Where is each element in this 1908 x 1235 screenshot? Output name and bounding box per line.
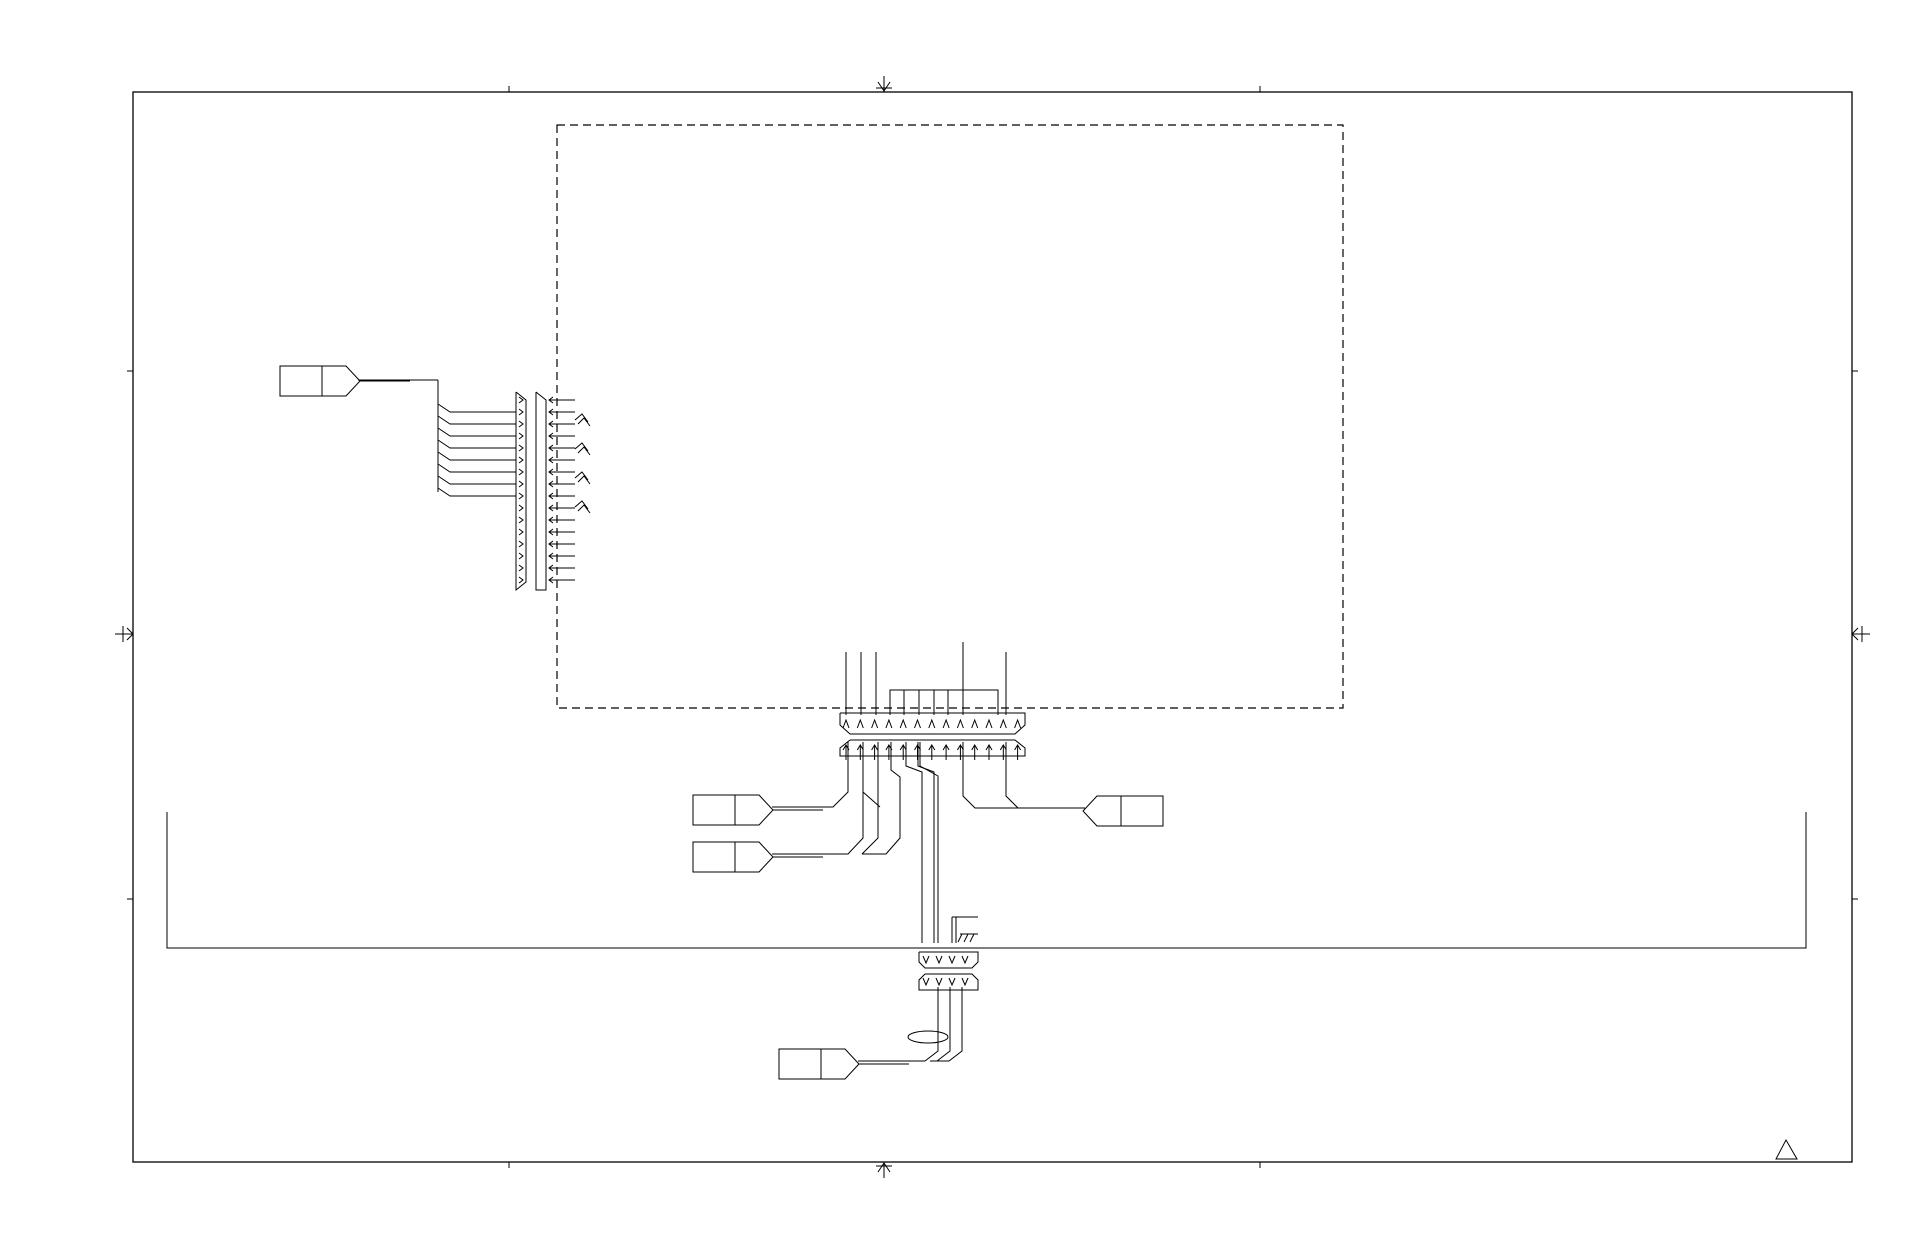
left-conn-receptacle xyxy=(535,391,547,591)
center-mark-bottom xyxy=(876,1162,892,1178)
sheet-border xyxy=(132,91,1853,1163)
left-plug-pin xyxy=(518,480,524,488)
center-mark-left xyxy=(115,626,134,642)
component-stroke xyxy=(577,504,591,514)
bottom-plug-pin xyxy=(985,718,993,729)
component-stroke xyxy=(577,446,591,456)
left-plug-pin xyxy=(518,468,524,476)
bottom-plug-pin xyxy=(971,718,979,729)
component-icon xyxy=(574,442,591,456)
left-harness-wire xyxy=(437,487,516,497)
offpage-connector-4 xyxy=(1082,795,1164,827)
bottom-connector-j2 xyxy=(839,712,1026,760)
left-plug-pin xyxy=(518,492,524,500)
offpage-connector-5 xyxy=(778,1048,909,1080)
component-stroke xyxy=(574,413,589,423)
offpage-arrow xyxy=(820,1048,860,1080)
left-plug-pin xyxy=(518,564,524,572)
lower-recept-pin xyxy=(948,977,956,987)
component-stroke xyxy=(577,475,591,485)
offpage-connector-2 xyxy=(692,794,823,826)
left-harness-wire xyxy=(437,427,516,437)
offpage-box xyxy=(778,1048,822,1080)
left-plug-pin xyxy=(518,408,524,416)
left-plug-pin xyxy=(518,444,524,452)
left-plug-pin xyxy=(518,396,524,404)
left-harness-wire xyxy=(437,403,516,413)
left-plug-pin xyxy=(518,456,524,464)
zone-ticks xyxy=(127,86,1858,1168)
unit-boundary-dashed xyxy=(556,124,1344,709)
offpage-box xyxy=(279,365,323,397)
left-harness-wire xyxy=(437,439,516,449)
left-harness-wires xyxy=(358,379,439,492)
component-stroke xyxy=(574,471,589,481)
left-harness-wire xyxy=(437,463,516,473)
lower-plug-pin xyxy=(948,955,956,965)
left-plug-pin xyxy=(518,432,524,440)
center-mark-top xyxy=(876,76,892,92)
offpage-box xyxy=(1120,795,1164,827)
left-plug-pin xyxy=(518,420,524,428)
lower-plug-pin xyxy=(935,955,943,965)
left-plug-pin xyxy=(518,540,524,548)
bottom-plug-pin xyxy=(956,718,964,729)
left-plug-pin xyxy=(518,528,524,536)
bottom-plug-pin xyxy=(885,718,893,729)
component-icon xyxy=(574,471,591,485)
lower-plug-pin xyxy=(961,955,969,965)
offpage-arrow xyxy=(734,841,774,873)
component-icon xyxy=(574,413,591,427)
bottom-harness-wires xyxy=(772,642,1085,1062)
triangle-icon xyxy=(1775,1138,1798,1160)
bottom-plug-pin xyxy=(842,718,850,729)
bottom-conn-receptacle xyxy=(839,739,1026,757)
left-harness-wire xyxy=(437,415,516,425)
offpage-arrow xyxy=(321,365,361,397)
left-plug-pin xyxy=(518,576,524,584)
cable-shield xyxy=(907,1030,949,1044)
bottom-plug-pin xyxy=(914,718,921,729)
component-stroke xyxy=(574,500,589,510)
bottom-plug-pin xyxy=(942,718,950,729)
lower-conn-receptacle xyxy=(918,973,979,991)
lower-connector-j3 xyxy=(918,951,979,991)
left-conn-plug xyxy=(515,391,527,592)
lower-recept-pin xyxy=(961,977,969,987)
ground-symbol xyxy=(955,916,978,943)
lower-recept-pin xyxy=(935,977,943,987)
center-mark-right xyxy=(1851,626,1870,642)
bottom-plug-pin xyxy=(871,718,879,729)
offpage-connectors xyxy=(279,365,1164,1080)
bottom-plug-pin xyxy=(899,718,907,729)
offpage-connector-3 xyxy=(692,841,823,873)
left-plug-pin xyxy=(518,552,524,560)
left-harness-wire xyxy=(437,475,516,485)
enclosure-bracket xyxy=(166,812,1807,949)
left-connector-j1 xyxy=(437,391,591,592)
left-harness-wire xyxy=(437,451,516,461)
bottom-plug-pin xyxy=(928,718,936,729)
component-stroke xyxy=(574,442,589,452)
left-plug-pin xyxy=(518,504,524,512)
offpage-connector-1 xyxy=(279,365,410,397)
lower-conn-plug xyxy=(918,951,979,969)
offpage-box xyxy=(692,794,736,826)
lower-recept-pin xyxy=(922,977,930,987)
lower-plug-pin xyxy=(922,955,930,965)
component-icon xyxy=(574,500,591,514)
bottom-plug-pin xyxy=(856,718,864,729)
component-stroke xyxy=(577,417,591,427)
left-plug-pin xyxy=(518,516,524,524)
offpage-arrow xyxy=(734,794,774,826)
bottom-plug-pin xyxy=(999,718,1007,729)
offpage-box xyxy=(692,841,736,873)
offpage-arrow xyxy=(1082,795,1122,827)
bottom-plug-pin xyxy=(1014,718,1022,729)
bottom-conn-plug xyxy=(839,712,1026,735)
